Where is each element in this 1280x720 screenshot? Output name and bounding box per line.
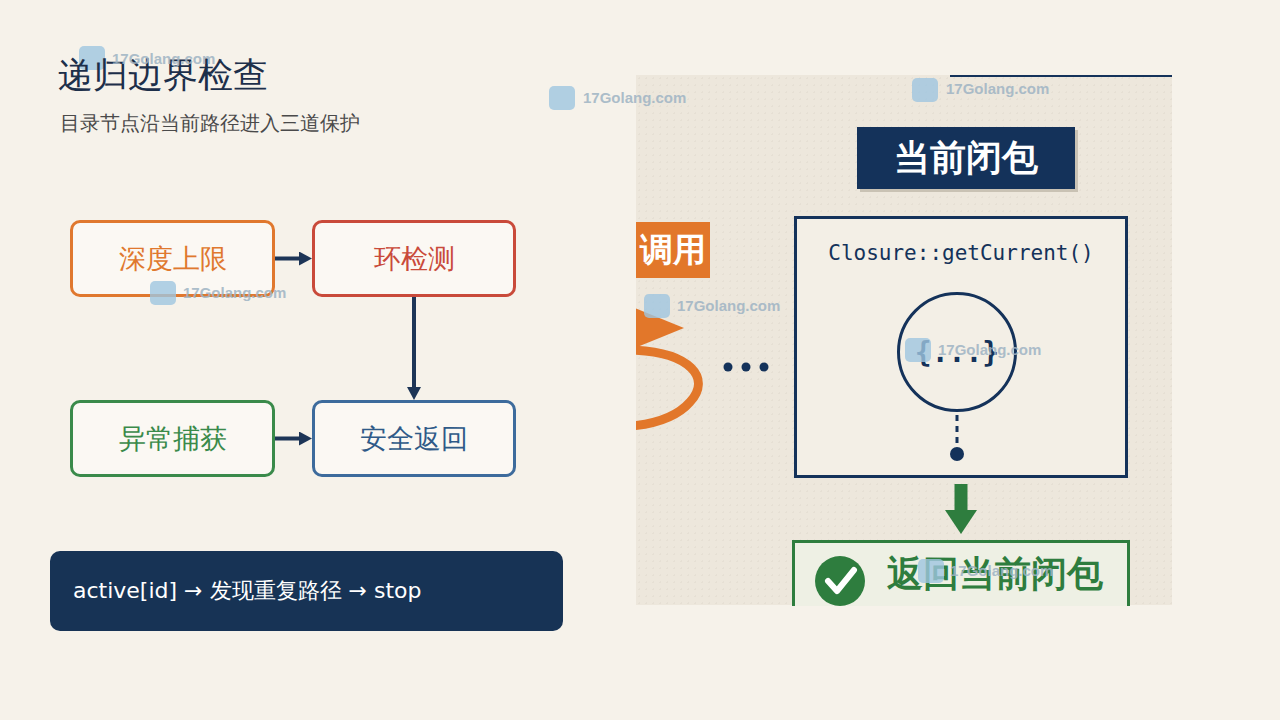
watermark: 17Golang.com <box>183 284 286 301</box>
heading-badge: 当前闭包 <box>857 127 1075 189</box>
code-band: active[id] → 发现重复路径 → stop <box>50 551 563 631</box>
watermark: 17Golang.com <box>583 89 686 106</box>
watermark-icon <box>644 294 670 318</box>
ellipsis-dot <box>760 363 769 372</box>
node-text: 环检测 <box>374 241 455 277</box>
call-tab: 调用 <box>636 222 710 278</box>
watermark: 17Golang.com <box>677 297 780 314</box>
process-box: 异常捕获 <box>70 400 275 477</box>
node-text: 深度上限 <box>119 241 227 277</box>
swoosh-arc <box>636 350 698 426</box>
node-text: 安全返回 <box>360 421 468 457</box>
flow-arrow <box>955 484 968 510</box>
process-box: 环检测 <box>312 220 516 297</box>
subtitle: 目录节点沿当前路径进入三道保护 <box>60 110 360 137</box>
watermark-icon <box>150 281 176 305</box>
watermark: 17Golang.com <box>946 80 1049 97</box>
flow-arrow <box>412 297 416 387</box>
watermark-icon <box>905 338 931 362</box>
node-text: 当前闭包 <box>894 134 1038 183</box>
watermark-icon <box>918 559 944 583</box>
flow-arrow <box>275 257 299 261</box>
watermark-icon <box>549 86 575 110</box>
ellipsis-dot <box>742 363 751 372</box>
dashed-leader <box>956 415 959 448</box>
ellipsis-dot <box>724 363 733 372</box>
panel-top-rule <box>950 75 1172 77</box>
watermark: 17Golang.com <box>112 50 215 67</box>
watermark: 17Golang.com <box>938 341 1041 358</box>
process-box: 安全返回 <box>312 400 516 477</box>
node-text: Closure::getCurrent() <box>828 241 1094 265</box>
leader-dot <box>950 447 964 461</box>
check-circle <box>815 556 865 606</box>
flow-arrow <box>275 437 299 441</box>
watermark: 17Golang.com <box>950 562 1053 579</box>
check-mark <box>828 570 854 591</box>
watermark-icon <box>912 78 938 102</box>
node-text: active[id] → 发现重复路径 → stop <box>73 576 421 606</box>
node-text: 调用 <box>640 228 706 273</box>
node-text: 异常捕获 <box>119 421 227 457</box>
